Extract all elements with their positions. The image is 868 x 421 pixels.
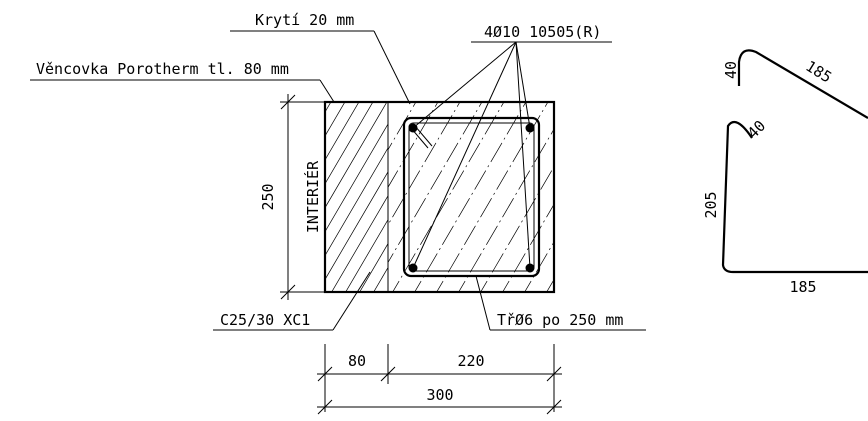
label-concrete: C25/30 XC1 (220, 311, 310, 329)
shape-vertical-text: 205 (702, 191, 720, 218)
shape-small-hook-text: 40 (744, 117, 770, 143)
shape-top-hook-text: 40 (722, 61, 740, 79)
dim-220-text: 220 (457, 352, 484, 370)
leader-stirrup (475, 275, 491, 331)
dim-tick-4 (317, 399, 333, 415)
label-cover: Krytí 20 mm (255, 11, 354, 29)
shape-upper-bar (737, 49, 868, 119)
leader-rebar-4 (515, 41, 531, 269)
stirrup-hook-2 (414, 125, 433, 147)
label-interior: INTERIÉR (303, 160, 322, 233)
shape-lower-bar (721, 120, 868, 274)
dim-height-tick-bottom (280, 284, 296, 300)
leader-lintel (319, 79, 335, 103)
leader-concrete (332, 271, 371, 331)
concrete-hatching (388, 102, 555, 292)
section-outline (323, 100, 556, 294)
dim-height-text: 250 (259, 183, 277, 210)
dim-tick-1 (317, 366, 333, 382)
leader-cover (373, 30, 411, 105)
dim-80-text: 80 (348, 352, 366, 370)
leader-rebar-1 (412, 41, 517, 129)
leader-rebar-2 (515, 41, 531, 129)
label-lintel: Věncovka Porotherm tl. 80 mm (36, 60, 289, 78)
dim-tick-2 (380, 366, 396, 382)
dim-tick-5 (546, 399, 562, 415)
label-rebar: 4Ø10 10505(R) (484, 23, 601, 41)
dim-tick-3 (546, 366, 562, 382)
leader-rebar-3 (412, 41, 517, 269)
stirrup-inner (408, 122, 535, 272)
label-stirrup: TřØ6 po 250 mm (497, 311, 623, 329)
lintel-hatching (325, 102, 388, 292)
shape-bottom-text: 185 (789, 278, 816, 296)
stirrup-outer (402, 116, 541, 278)
dim-height-tick-top (280, 94, 296, 110)
dim-300-text: 300 (426, 386, 453, 404)
